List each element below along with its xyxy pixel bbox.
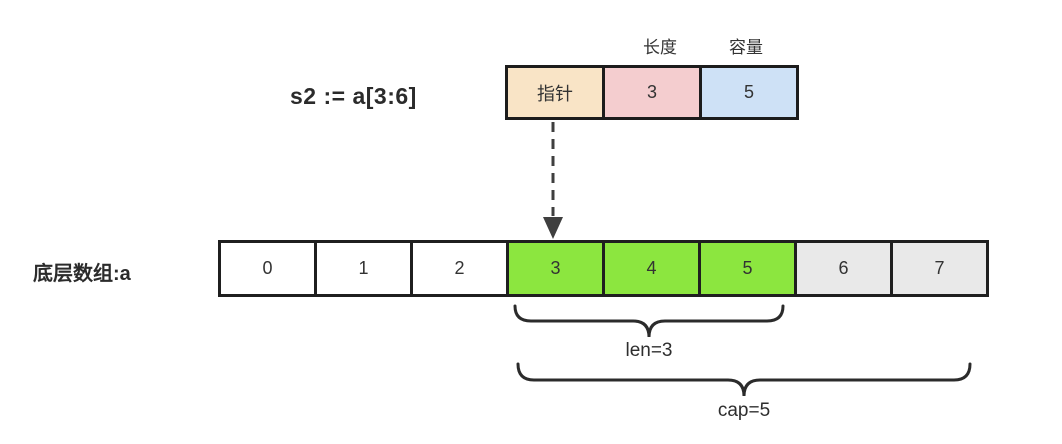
array-cell-1: 1 <box>317 243 413 294</box>
array-cell-3: 3 <box>509 243 605 294</box>
array-cell-5: 5 <box>701 243 797 294</box>
slice-expression: s2 := a[3:6] <box>290 83 417 109</box>
underlying-array-label: 底层数组:a <box>33 263 131 285</box>
slice-header-length-cell: 3 <box>605 68 702 117</box>
array-cell-0: 0 <box>221 243 317 294</box>
len-annotation: len=3 <box>625 340 673 361</box>
pointer-arrow <box>543 122 563 239</box>
array-cell-6: 6 <box>797 243 893 294</box>
length-field-label: 长度 <box>643 38 677 57</box>
slice-header-capacity-cell: 5 <box>702 68 796 117</box>
len-brace <box>513 304 785 338</box>
cap-brace <box>516 362 972 397</box>
underlying-array: 0 1 2 3 4 5 6 7 <box>218 240 989 297</box>
array-cell-2: 2 <box>413 243 509 294</box>
capacity-field-label: 容量 <box>729 38 763 57</box>
array-cell-4: 4 <box>605 243 701 294</box>
cap-annotation: cap=5 <box>717 400 771 421</box>
slice-header-box: 指针 3 5 <box>505 65 799 120</box>
slice-header-pointer-cell: 指针 <box>508 68 605 117</box>
array-cell-7: 7 <box>893 243 986 294</box>
